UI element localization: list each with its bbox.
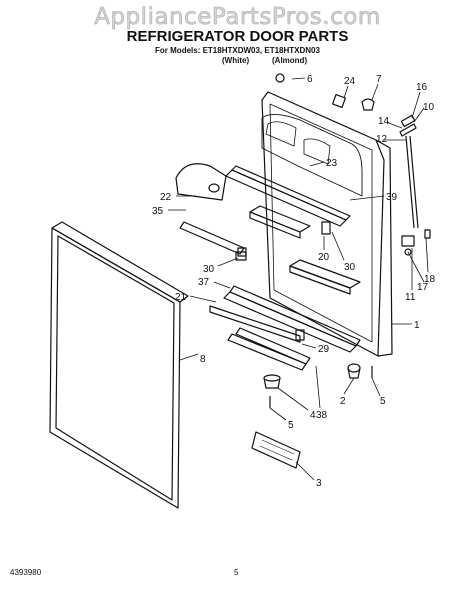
- callout-20: 20: [318, 252, 330, 263]
- door-liner: [261, 91, 393, 357]
- callout-39: 39: [386, 192, 398, 203]
- page-number: 5: [234, 568, 239, 577]
- bottom-hinge-parts: [263, 363, 373, 408]
- callout-30-right: 30: [344, 262, 356, 273]
- page-title: REFRIGERATOR DOOR PARTS: [126, 28, 349, 45]
- callout-30-left: 30: [203, 264, 215, 275]
- callout-37: 37: [198, 277, 210, 288]
- plug-7: [361, 98, 375, 111]
- color-almond-label: (Almond): [272, 56, 308, 65]
- callout-22: 22: [160, 192, 172, 203]
- document-number: 4393980: [10, 568, 42, 577]
- callout-4: 4: [310, 410, 316, 421]
- shelf-clip: [321, 221, 331, 235]
- callout-11: 11: [405, 292, 416, 303]
- callout-14: 14: [378, 116, 390, 127]
- model-list: For Models: ET18HTXDW03, ET18HTXDN03: [155, 46, 320, 55]
- lower-hinge: [401, 229, 431, 256]
- middle-shelf: [249, 205, 311, 239]
- door-gasket: [49, 221, 189, 509]
- callout-2: 2: [340, 396, 346, 407]
- callout-6: 6: [307, 74, 313, 85]
- color-white-label: (White): [222, 56, 250, 65]
- callout-29: 29: [318, 344, 330, 355]
- callout-35: 35: [152, 206, 164, 217]
- upper-hinge: [399, 114, 419, 229]
- dairy-compartment: [261, 114, 363, 197]
- part-24: [331, 93, 347, 109]
- callout-38: 38: [316, 410, 328, 421]
- callout-21: 21: [175, 292, 187, 303]
- watermark: AppliancePartsPros.com: [94, 4, 381, 31]
- callout-10: 10: [423, 102, 435, 113]
- callout-5-left: 5: [288, 420, 294, 431]
- callout-1: 1: [414, 320, 420, 331]
- callout-numbers: 6 24 7 16 10 14 12 23 22 39 35 20 30 30 …: [152, 74, 436, 489]
- upper-shelf-bar: [225, 165, 351, 227]
- callout-17: 17: [417, 282, 429, 293]
- callout-7: 7: [376, 74, 382, 85]
- shelf-clip: [235, 251, 247, 261]
- callout-23: 23: [326, 158, 338, 169]
- callout-3: 3: [316, 478, 322, 489]
- dairy-door: [175, 163, 227, 201]
- bottom-shelf: [289, 259, 361, 295]
- callout-16: 16: [416, 82, 428, 93]
- callout-12: 12: [376, 134, 388, 145]
- shelf-bar-35: [179, 221, 247, 257]
- lower-shelf-bar-37: [223, 285, 361, 353]
- lower-shelf-bar-21: [209, 305, 305, 343]
- handle-trim: [251, 431, 301, 469]
- callout-18: 18: [424, 274, 436, 285]
- screw-6: [275, 73, 285, 83]
- callout-24: 24: [344, 76, 356, 87]
- callout-leaders: [168, 77, 429, 481]
- callout-5-right: 5: [380, 396, 386, 407]
- callout-8: 8: [200, 354, 206, 365]
- bottom-shelf-bar: [227, 327, 311, 371]
